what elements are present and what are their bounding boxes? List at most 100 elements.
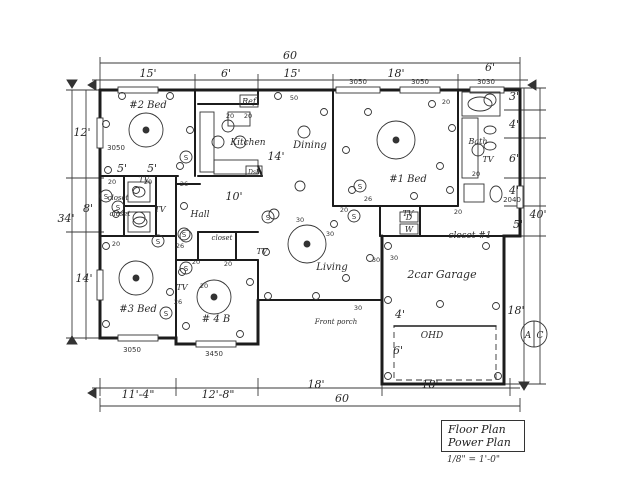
dim-right-3: 3' bbox=[509, 90, 519, 103]
room-dining: Dining bbox=[292, 140, 327, 151]
label-tv-2: TV bbox=[256, 247, 268, 256]
dim-left-12: 12' bbox=[73, 126, 90, 139]
dim-right-18: 18' bbox=[507, 304, 524, 317]
room-living: Living bbox=[315, 262, 348, 273]
dim-top-18: 18' bbox=[387, 67, 404, 80]
svg-text:S: S bbox=[156, 238, 161, 246]
dim-bottom-18a: 18' bbox=[307, 378, 324, 391]
drawing-scale: 1/8" = 1'-0" bbox=[447, 455, 500, 465]
room-kitchen: Kitchen bbox=[229, 138, 265, 148]
title-power-plan: Power Plan bbox=[448, 436, 511, 449]
circuit-20: 20 bbox=[200, 282, 208, 290]
dimension-texts: 60 15' 6' 15' 18' 6' 11'-4" 12'-8" 18' 1… bbox=[57, 49, 546, 405]
dim-hall-5b: 5' bbox=[147, 162, 157, 175]
room-closet-b: closet bbox=[110, 210, 131, 218]
room-closet-1: closet #1 bbox=[448, 231, 491, 241]
dim-top-total: 60 bbox=[283, 49, 297, 62]
dim-right-4a: 4' bbox=[508, 118, 519, 131]
svg-text:S: S bbox=[352, 213, 357, 221]
room-bed2: #2 Bed bbox=[129, 100, 167, 111]
svg-text:S: S bbox=[358, 183, 363, 191]
windows bbox=[96, 86, 524, 348]
dim-kitchen-10: 10' bbox=[225, 190, 242, 203]
circuit-50: 50 bbox=[290, 94, 298, 102]
dim-left-8: 8' bbox=[83, 202, 93, 215]
window-3050-bed3: 3050 bbox=[123, 346, 141, 354]
window-3050-top-a: 3050 bbox=[349, 78, 367, 86]
circuit-30: 30 bbox=[326, 230, 334, 238]
room-bath-master: Bath bbox=[467, 137, 487, 146]
circuit-26: 26 bbox=[174, 298, 182, 306]
title-block: Floor Plan Power Plan bbox=[441, 420, 525, 452]
dim-hall-5a: 5' bbox=[117, 162, 127, 175]
switches bbox=[99, 150, 367, 320]
circuit-20: 20 bbox=[442, 98, 450, 106]
circuit-26: 26 bbox=[364, 195, 372, 203]
label-dsh: Dsh bbox=[247, 169, 260, 176]
interior-walls bbox=[99, 89, 521, 339]
circuit-30: 30 bbox=[354, 304, 362, 312]
window-3050-top-b: 3050 bbox=[411, 78, 429, 86]
section-marker bbox=[520, 320, 548, 348]
circuit-20: 20 bbox=[472, 170, 480, 178]
circuit-30: 30 bbox=[296, 216, 304, 224]
room-labels: #2 Bed Kitchen Dining #1 Bed Bath Hall c… bbox=[108, 100, 492, 341]
dim-top-6b: 6' bbox=[485, 61, 495, 74]
circuit-26: 26 bbox=[176, 242, 184, 250]
circuit-20: 20 bbox=[454, 208, 462, 216]
dim-bottom-18b: 18' bbox=[421, 378, 438, 391]
circuit-26: 26 bbox=[180, 180, 188, 188]
circuit-20: 20 bbox=[192, 258, 200, 266]
kitchen-fixtures bbox=[199, 94, 263, 177]
dim-dining-14: 14' bbox=[267, 150, 284, 163]
window-3450-bed4: 3450 bbox=[205, 350, 223, 358]
svg-text:S: S bbox=[266, 214, 271, 222]
label-ref: Ref bbox=[241, 97, 258, 106]
label-tv-5: TV bbox=[482, 155, 494, 164]
dim-bottom-total: 60 bbox=[335, 392, 349, 405]
dimension-ticks bbox=[66, 79, 537, 399]
svg-text:S: S bbox=[182, 231, 187, 239]
svg-text:S: S bbox=[184, 154, 189, 162]
room-garage: 2car Garage bbox=[406, 268, 477, 281]
circuit-20: 20 bbox=[224, 260, 232, 268]
bath-fixtures bbox=[127, 91, 503, 235]
circuit-numbers: 20 20 50 20 20 26 26 26 26 20 20 20 20 2… bbox=[108, 94, 480, 312]
room-closet-c: closet bbox=[212, 234, 233, 242]
dim-right-6b: 6' bbox=[393, 344, 403, 357]
window-codes: 3050 3050 3030 3050 3050 3450 2040 bbox=[107, 78, 521, 358]
circuit-30: 30 bbox=[390, 254, 398, 262]
window-3050-bed2: 3050 bbox=[107, 144, 125, 152]
room-hall: Hall bbox=[190, 210, 210, 220]
window-3030-top: 3030 bbox=[477, 78, 495, 86]
label-tv-1: TV bbox=[402, 209, 414, 218]
circuit-20: 20 bbox=[144, 178, 152, 186]
dim-bottom-12-8: 12'-8" bbox=[202, 388, 235, 401]
room-bed3: #3 Bed bbox=[119, 304, 157, 315]
circuit-20: 20 bbox=[340, 206, 348, 214]
dim-right-4b: 4' bbox=[508, 184, 519, 197]
circuit-20: 20 bbox=[108, 178, 116, 186]
window-2040: 2040 bbox=[503, 196, 521, 204]
garage-door bbox=[393, 325, 497, 381]
svg-text:S: S bbox=[184, 265, 189, 273]
dim-right-5: 5' bbox=[513, 218, 523, 231]
dim-top-15b: 15' bbox=[283, 67, 300, 80]
room-closet-a: closet bbox=[108, 194, 129, 202]
room-front-porch: Front porch bbox=[314, 318, 357, 326]
dim-left-14: 14' bbox=[75, 272, 92, 285]
circuit-20: 20 bbox=[244, 112, 252, 120]
title-floor-plan: Floor Plan bbox=[448, 423, 506, 436]
label-section-a: A bbox=[524, 331, 532, 341]
room-bed4: # 4 B bbox=[202, 314, 230, 325]
receptacles bbox=[102, 92, 502, 380]
label-tv-6: TV bbox=[138, 175, 150, 184]
circuit-20: 20 bbox=[226, 112, 234, 120]
circuit-30: 30 bbox=[372, 256, 380, 264]
label-d: D bbox=[405, 213, 413, 222]
svg-text:S: S bbox=[104, 193, 109, 201]
dim-top-6a: 6' bbox=[221, 67, 231, 80]
switch-labels: SS SS SS SS SS bbox=[104, 154, 363, 318]
dim-right-40: 40' bbox=[528, 208, 546, 221]
